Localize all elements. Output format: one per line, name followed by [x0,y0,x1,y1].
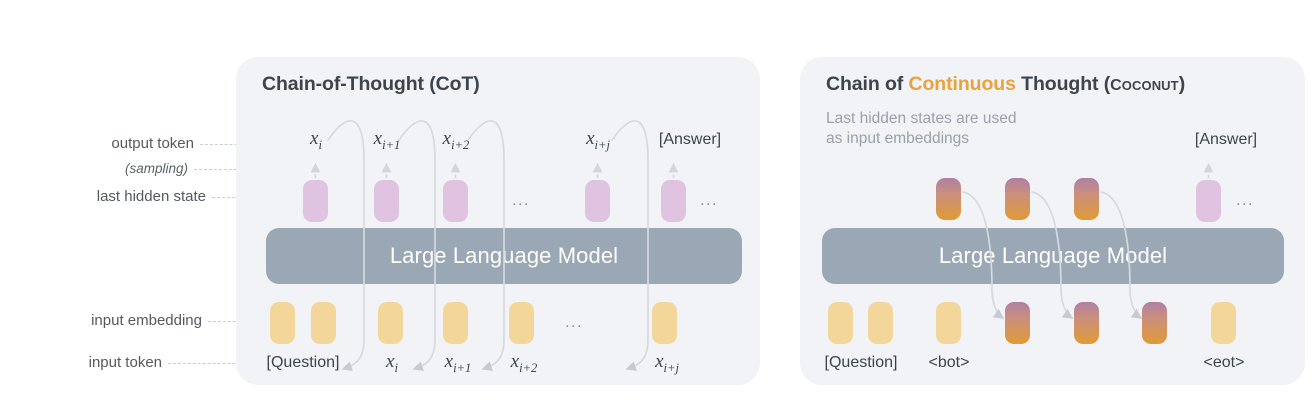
panel-title-coconut-name: COCONUT [1110,77,1179,94]
continuous-thought-embedding-box [1005,302,1030,344]
llm-bar-coconut: Large Language Model [822,228,1284,284]
input-token-xi1: xi+1 [444,351,472,375]
row-label-input-token: input token [88,354,162,371]
output-token-xi1: xi+1 [373,128,401,152]
input-token-question-cot: [Question] [266,354,340,371]
row-label-input-embedding: input embedding [91,312,202,329]
hidden-state-box [1196,180,1221,222]
input-embedding-box [936,302,961,344]
panel-subtitle-coconut: Last hidden states are used as input emb… [826,110,1017,147]
ellipsis-input-embedding: ... [565,314,583,331]
llm-label-cot: Large Language Model [389,243,619,268]
input-token-xij: xi+j [655,351,679,375]
input-embedding-box [443,302,468,344]
input-token-xi2: xi+2 [510,351,538,375]
input-token-eot: <eot> [1203,354,1245,371]
hidden-state-box [661,180,686,222]
input-embedding-box [868,302,893,344]
output-token-xij: xi+j [586,128,610,152]
continuous-thought-box [1005,178,1030,220]
llm-bar-cot: Large Language Model [266,228,742,284]
row-label-last-hidden: last hidden state [96,188,206,205]
output-token-xi: xi [310,128,322,152]
leader-input-token [168,363,290,364]
panel-title-coconut: Chain of Continuous Thought (COCONUT) [826,73,1185,96]
panel-title-coconut-pre: Chain of [826,73,909,95]
input-embedding-box [652,302,677,344]
input-token-question-coconut: [Question] [824,354,898,371]
input-token-xi: xi [386,351,398,375]
panel-title-coconut-post: ) [1178,73,1186,95]
panel-title-coconut-mid: Thought ( [1015,73,1111,95]
input-embedding-box [828,302,853,344]
input-token-bot: <bot> [928,354,970,371]
panel-title-cot: Chain-of-Thought (CoT) [262,73,480,95]
hidden-state-box [303,180,328,222]
ellipsis-hidden-state-tail-coconut: ... [1236,192,1254,209]
input-embedding-box [509,302,534,344]
panel-title-coconut-accent: Continuous [908,73,1016,95]
hidden-state-box [443,180,468,222]
input-embedding-box [311,302,336,344]
hidden-state-box [585,180,610,222]
output-token-answer-coconut: [Answer] [1194,131,1258,148]
input-embedding-box [1211,302,1236,344]
row-label-sampling: (sampling) [124,161,188,176]
input-embedding-box [378,302,403,344]
continuous-thought-embedding-box [1142,302,1167,344]
output-token-xi2: xi+2 [442,128,470,152]
llm-label-coconut: Large Language Model [938,243,1168,268]
output-token-answer-cot: [Answer] [658,131,722,148]
continuous-thought-box [1074,178,1099,220]
continuous-thought-embedding-box [1074,302,1099,344]
input-embedding-box [270,302,295,344]
row-label-output-token: output token [111,135,194,152]
ellipsis-hidden-state-tail: ... [700,192,718,209]
continuous-thought-box [936,178,961,220]
hidden-state-box [374,180,399,222]
ellipsis-hidden-state-mid: ... [512,192,530,209]
